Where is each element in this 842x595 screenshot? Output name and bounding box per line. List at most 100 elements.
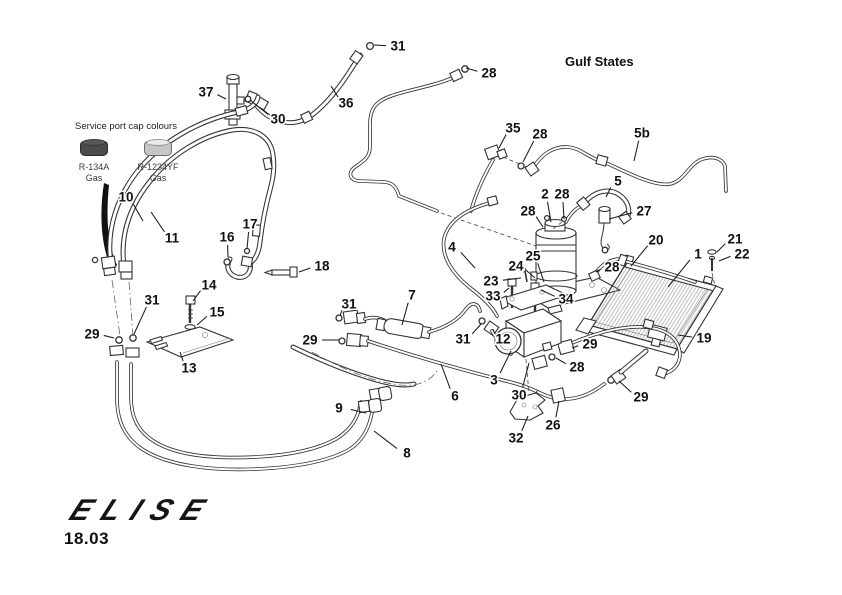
callout-leader [525, 269, 536, 279]
callout-28: 28 [604, 260, 620, 275]
bracket-13-hardware [145, 295, 235, 358]
pipe-6-run [338, 332, 646, 404]
callout-11: 11 [165, 231, 180, 246]
callout-22: 22 [734, 247, 749, 262]
callout-28: 28 [554, 187, 570, 202]
callout-leader [373, 44, 387, 47]
callout-21: 21 [727, 232, 743, 247]
callout-leader [249, 99, 269, 115]
callout-leader [630, 245, 649, 267]
callout-28: 28 [520, 204, 536, 219]
callout-33: 33 [485, 289, 501, 304]
callout-28: 28 [532, 127, 548, 142]
callout-20: 20 [648, 233, 663, 248]
callout-leader [498, 134, 507, 149]
callout-31: 31 [455, 332, 471, 347]
hose-5-sensor-27 [575, 191, 632, 254]
callout-10: 10 [118, 190, 133, 205]
callout-28: 28 [481, 66, 497, 81]
callout-30: 30 [270, 112, 285, 127]
fitting-29-valve [557, 338, 575, 356]
callout-5: 5 [614, 174, 622, 189]
callout-leader [217, 94, 227, 100]
pipe-20 [587, 253, 697, 284]
callout-32: 32 [508, 431, 523, 446]
cap-r1234yf-gas: Gas [149, 173, 167, 183]
callout-leader [499, 350, 512, 374]
callout-leader [339, 310, 343, 317]
callout-29: 29 [582, 337, 597, 352]
fitting-12 [483, 320, 500, 337]
callout-31: 31 [144, 293, 160, 308]
o-ring-29-mid [338, 337, 346, 345]
bracket-13-plate [145, 326, 235, 358]
callout-leader [608, 212, 633, 220]
callout-leader [150, 211, 165, 233]
o-ring-17 [243, 247, 251, 255]
o-ring-28-gulf [517, 162, 525, 170]
bolt-18 [263, 266, 298, 278]
callout-19: 19 [696, 331, 711, 346]
cap-r134a-gas: Gas [85, 173, 103, 183]
cap-item-r1234yf: R-1234YF Gas [132, 137, 184, 183]
callout-leader [502, 277, 522, 281]
callout-leader [522, 362, 530, 388]
callout-leader [595, 268, 601, 273]
callout-leader [718, 255, 731, 262]
callout-18: 18 [314, 259, 330, 274]
pin-23 [524, 270, 528, 283]
callout-leader [521, 415, 529, 432]
callout-31: 31 [390, 39, 406, 54]
callout-leaders [103, 44, 731, 449]
callout-leader [440, 363, 451, 389]
callout-leader [537, 263, 545, 283]
o-ring-29-left [115, 336, 123, 344]
callout-37: 37 [198, 85, 213, 100]
callout-leader [571, 345, 579, 349]
callout-leader [246, 231, 250, 250]
o-ring-16 [223, 258, 231, 266]
pipe-4 [441, 195, 499, 318]
callout-14: 14 [201, 278, 217, 293]
callout-leader [618, 380, 632, 393]
o-ring-31-right [478, 317, 486, 325]
callout-leader [330, 85, 339, 98]
o-ring-31-mid [335, 314, 343, 322]
pipe-7-muffler [335, 302, 513, 356]
callout-leader [677, 334, 693, 338]
cap-r1234yf-label: R-1234YF [137, 162, 179, 172]
expansion-valve-3 [494, 267, 569, 421]
callout-1: 1 [694, 247, 702, 262]
insulation-sleeve [101, 183, 117, 270]
callout-leader [667, 259, 691, 288]
callout-leader [522, 140, 535, 163]
hoses-10-11 [91, 97, 273, 358]
cap-r1234yf-icon [144, 141, 172, 156]
callout-24: 24 [508, 259, 524, 274]
callout-36: 36 [338, 96, 354, 111]
callout-leader [535, 216, 544, 228]
o-ring-31-top [365, 41, 375, 51]
callout-leader [503, 287, 510, 293]
callout-16: 16 [219, 230, 235, 245]
callout-leader [605, 187, 612, 198]
callout-25: 25 [525, 249, 541, 264]
o-ring-31-left [129, 334, 137, 342]
legend-title: Service port cap colours [75, 121, 177, 132]
cap-item-r134a: R-134A Gas [68, 137, 120, 183]
callout-leader [460, 252, 476, 269]
pipes-8-9 [115, 347, 438, 472]
callout-4: 4 [448, 240, 456, 255]
callout-leader [132, 203, 144, 222]
callout-12: 12 [495, 332, 510, 347]
callout-leader [471, 323, 482, 335]
callout-15: 15 [209, 305, 225, 320]
callout-leader [103, 334, 115, 339]
callout-26: 26 [545, 418, 561, 433]
o-ring-30 [244, 95, 252, 103]
pipe-top-28 [348, 65, 537, 247]
callout-leader [716, 243, 726, 253]
condenser-bracket-19 [646, 323, 668, 348]
hose-end-fittings [91, 255, 133, 280]
cap-r134a-label: R-134A [78, 162, 110, 172]
